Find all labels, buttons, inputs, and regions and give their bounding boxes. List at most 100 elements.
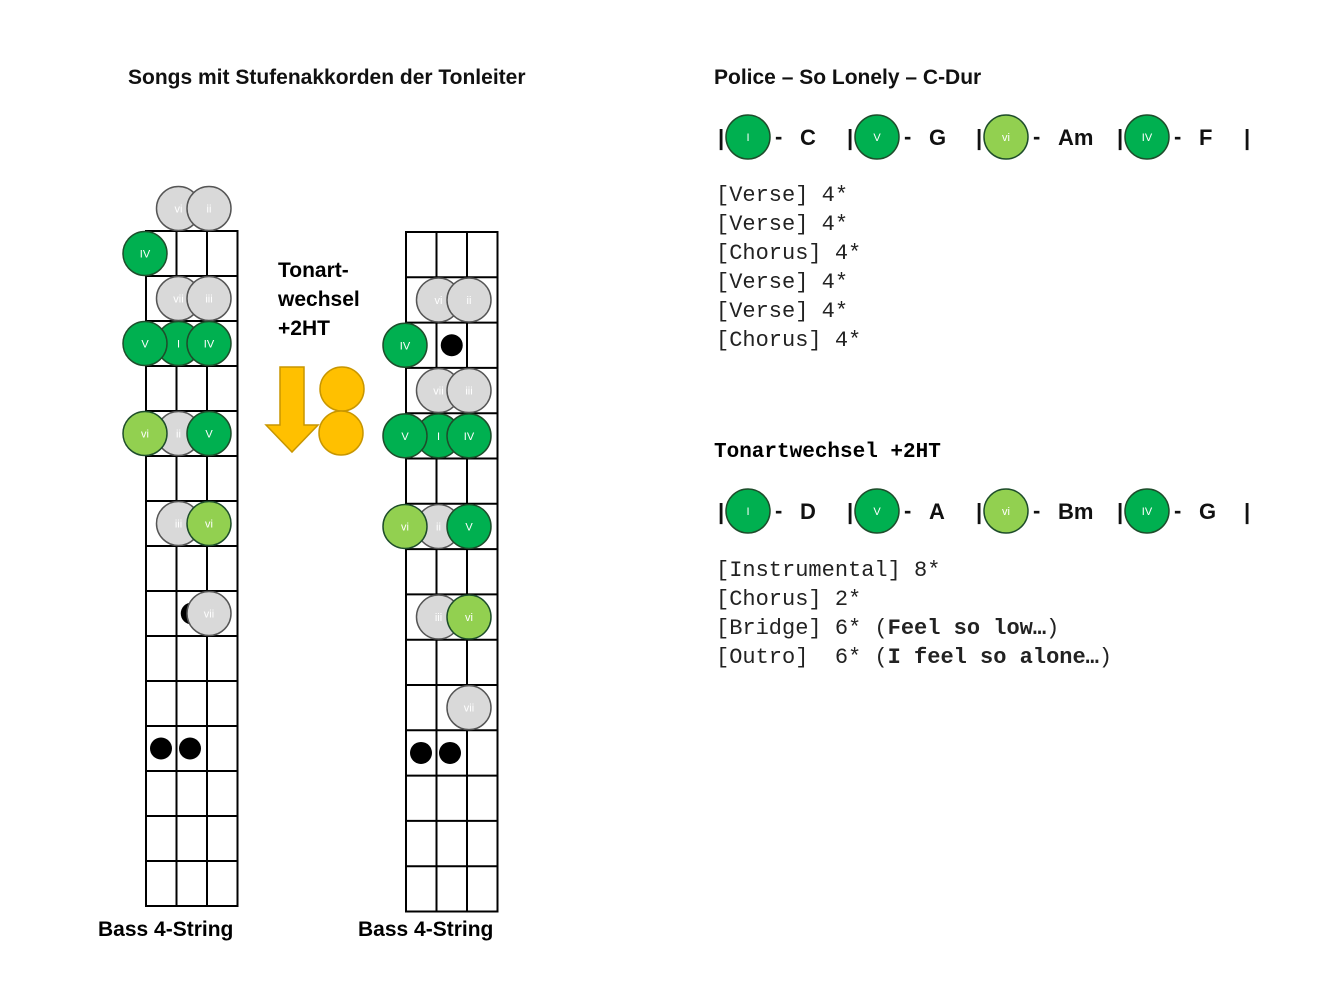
scale-degree-label: vi (465, 612, 473, 624)
bar-line: | (718, 125, 724, 150)
chord-name: Bm (1058, 499, 1093, 524)
scale-degree-marker (382, 322, 428, 368)
orange-circle-icon (318, 410, 364, 456)
orange-circle-icon (319, 366, 365, 412)
structure-list-1: [Verse] 4* [Verse] 4* [Chorus] 4* [Verse… (716, 181, 861, 355)
scale-degree-label: vii (204, 609, 214, 621)
structure-line: [Verse] 4* (716, 212, 849, 237)
left-title: Songs mit Stufenakkorden der Tonleiter (128, 66, 526, 89)
chord-dash: - (904, 498, 911, 523)
chord-dash: - (1174, 124, 1181, 149)
bar-line: | (1244, 125, 1250, 150)
down-arrow-icon (264, 366, 320, 454)
scale-degree-marker (382, 413, 428, 459)
structure-line: [Verse] 4* (716, 299, 849, 324)
bar-line: | (718, 499, 724, 524)
scale-degree-marker (446, 277, 492, 323)
scale-degree-label: ii (176, 429, 181, 441)
chord-dash: - (1174, 498, 1181, 523)
scale-degree-label: vi (205, 519, 213, 531)
scale-degree-marker (446, 413, 492, 459)
structure-tail: ) (1098, 645, 1113, 670)
scale-degree-label: V (141, 339, 149, 351)
scale-degree-marker (382, 503, 428, 550)
key-change-title: Tonartwechsel +2HT (714, 441, 941, 464)
scale-degree-label: vi (401, 521, 409, 533)
chord-dash: - (904, 124, 911, 149)
chord-name: Am (1058, 125, 1093, 150)
structure-line: [Verse] 4* (716, 270, 849, 295)
chord-row-1: |I-C|V-G|vi-Am|IV-F| (718, 114, 1250, 160)
scale-degree-label: I (437, 431, 440, 443)
chord-degree-icon (1124, 114, 1170, 160)
scale-degree-label: ii (467, 295, 472, 307)
chord-degree-label: IV (1142, 506, 1153, 518)
chord-name: A (929, 499, 945, 524)
scale-degree-label: vi (141, 429, 149, 441)
scale-degree-marker (446, 684, 492, 731)
chord-dash: - (1033, 498, 1040, 523)
scale-degree-label: iii (435, 612, 442, 624)
chord-degree-label: vi (1002, 132, 1010, 144)
fret-dot-icon (410, 741, 432, 764)
scale-degree-label: V (205, 429, 213, 441)
scale-degree-label: V (401, 431, 409, 443)
bass-label-right: Bass 4-String (358, 918, 494, 941)
scale-degree-label: I (177, 339, 180, 351)
fret-dot-icon (150, 737, 172, 760)
chord-degree-label: vi (1002, 506, 1010, 518)
chord-degree-label: I (746, 132, 749, 144)
fret-dot-icon (439, 741, 461, 764)
song-title: Police – So Lonely – C-Dur (714, 66, 982, 89)
structure-line: [Instrumental] 8* (716, 558, 941, 583)
scale-degree-label: iii (465, 386, 472, 398)
fret-dot-icon (179, 737, 201, 760)
structure-tail: ) (1046, 616, 1060, 641)
scale-degree-marker (446, 367, 492, 414)
lyric-text: Feel so low… (887, 616, 1047, 641)
scale-degree-marker (186, 275, 232, 322)
key-change-label-line: +2HT (278, 317, 330, 340)
scale-degree-label: ii (436, 521, 441, 533)
scale-degree-label: iii (205, 294, 212, 306)
bar-line: | (976, 499, 982, 524)
chord-degree-icon (854, 488, 900, 534)
structure-line: [Chorus] 4* (716, 241, 862, 266)
scale-degree-label: IV (140, 249, 151, 261)
scale-degree-label: vi (435, 295, 443, 307)
scale-degree-marker (446, 594, 492, 640)
scale-degree-label: vi (175, 204, 183, 216)
structure-text: [Bridge] 6* ( (716, 616, 888, 641)
chord-name: G (929, 125, 946, 150)
scale-degree-marker (186, 185, 232, 232)
scale-degree-marker (122, 410, 168, 457)
bar-line: | (1244, 499, 1250, 524)
scale-degree-label: ii (207, 204, 212, 216)
scale-degree-marker (122, 230, 168, 277)
scale-degree-label: vii (433, 386, 443, 398)
chord-dash: - (775, 498, 782, 523)
scale-degree-label: V (465, 521, 473, 533)
chord-degree-icon (854, 114, 900, 160)
chord-name: D (800, 499, 816, 524)
chord-dash: - (1033, 124, 1040, 149)
scale-degree-marker (446, 503, 492, 550)
scale-degree-marker (186, 590, 232, 637)
structure-line: [Bridge] 6* (Feel so low…) (716, 614, 1112, 643)
bass-label-left: Bass 4-String (98, 918, 234, 941)
chord-degree-icon (725, 488, 771, 534)
bar-line: | (1117, 499, 1123, 524)
scale-degree-label: vii (173, 294, 183, 306)
scale-degree-label: IV (464, 431, 475, 443)
chord-degree-icon (1124, 488, 1170, 534)
key-change-label-line: Tonart- (278, 259, 349, 282)
chord-degree-icon (983, 488, 1029, 534)
chord-degree-icon (983, 114, 1029, 160)
chord-dash: - (775, 124, 782, 149)
scale-degree-label: iii (175, 519, 182, 531)
key-change-label: Tonart- wechsel +2HT (278, 256, 360, 343)
chord-name: G (1199, 499, 1216, 524)
chord-degree-label: V (873, 132, 881, 144)
